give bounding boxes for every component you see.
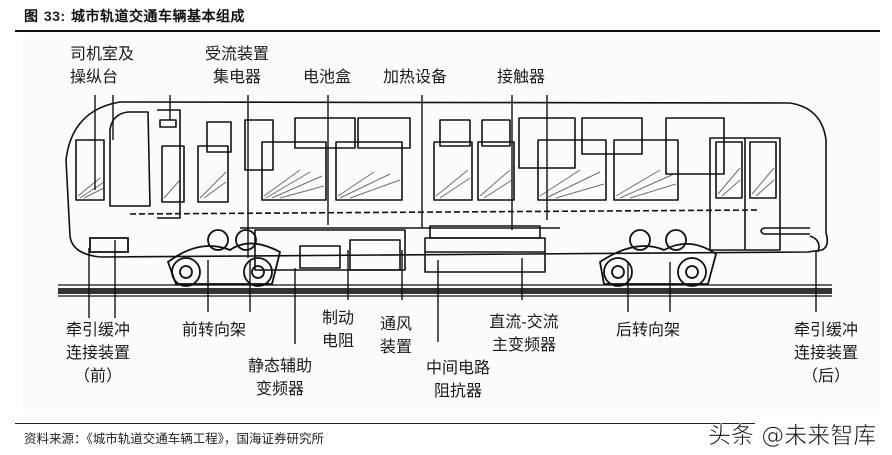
- label-line: 前转向架: [182, 320, 247, 339]
- label-line: 直流-交流: [489, 312, 559, 331]
- label-line: 静态辅助: [247, 356, 312, 375]
- label-line: （后）: [801, 366, 850, 385]
- label-line: 受流装置: [205, 44, 270, 63]
- label-current-collector: 受流装置 集电器: [205, 42, 269, 88]
- label-line: 中间电路: [425, 358, 490, 377]
- label-heating-equipment: 加热设备: [383, 65, 447, 88]
- label-line: 司机室及: [70, 44, 135, 63]
- label-line: 电阻: [322, 331, 355, 350]
- diagram-background: [22, 38, 880, 410]
- label-line: 变频器: [255, 379, 304, 398]
- label-line: （前）: [73, 366, 122, 385]
- label-line: 主变频器: [491, 335, 556, 354]
- label-static-aux-inverter: 静态辅助 变频器: [240, 354, 320, 400]
- label-ventilation: 通风 装置: [380, 312, 412, 358]
- label-front-bogie: 前转向架: [182, 318, 246, 341]
- figure-title-text: 城市轨道交通车辆基本组成: [70, 9, 245, 25]
- label-line: 集电器: [213, 67, 262, 86]
- label-front-coupler: 牵引缓冲 连接装置 （前）: [58, 318, 138, 387]
- label-line: 连接装置: [65, 343, 130, 362]
- source-citation: 资料来源：《城市轨道交通车辆工程》，国海证券研究所: [24, 431, 325, 446]
- label-dc-ac-main-inverter: 直流-交流 主变频器: [478, 310, 570, 356]
- figure-number: 33:: [43, 8, 66, 24]
- label-rear-bogie: 后转向架: [616, 318, 680, 341]
- label-line: 加热设备: [383, 67, 448, 86]
- label-line: 牵引缓冲: [793, 320, 858, 339]
- label-line: 后转向架: [616, 320, 681, 339]
- label-rear-coupler: 牵引缓冲 连接装置 （后）: [786, 318, 866, 387]
- label-line: 牵引缓冲: [65, 320, 130, 339]
- label-line: 接触器: [497, 67, 546, 86]
- figure-title-prefix: 图: [24, 9, 39, 25]
- label-cab-console: 司机室及 操纵台: [70, 42, 134, 88]
- source-divider: [15, 423, 755, 424]
- label-line: 操纵台: [70, 67, 119, 86]
- label-line: 阻抗器: [433, 381, 482, 400]
- title-divider: [15, 30, 880, 32]
- label-contactor: 接触器: [497, 65, 545, 88]
- label-intermediate-reactor: 中间电路 阻抗器: [418, 356, 498, 402]
- label-line: 装置: [380, 337, 413, 356]
- label-line: 连接装置: [793, 343, 858, 362]
- label-line: 制动: [322, 308, 355, 327]
- label-line: 电池盒: [303, 67, 352, 86]
- label-brake-resistor: 制动 电阻: [322, 306, 354, 352]
- watermark: 头条 @未来智库: [708, 423, 877, 450]
- label-battery-box: 电池盒: [303, 65, 351, 88]
- figure-title: 图 33: 城市轨道交通车辆基本组成: [24, 6, 245, 26]
- label-line: 通风: [380, 314, 413, 333]
